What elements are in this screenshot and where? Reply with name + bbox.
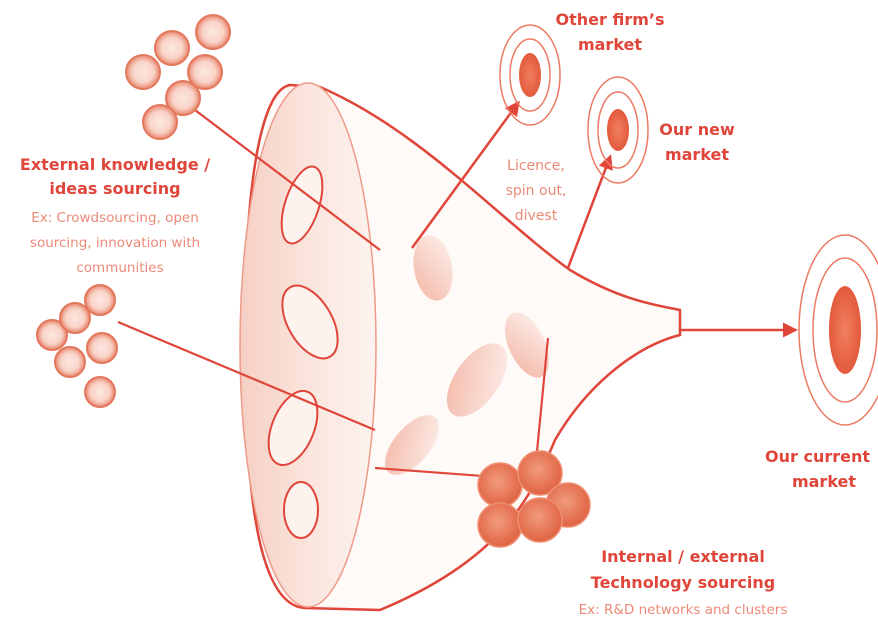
technology-sourcing-cluster <box>478 451 590 547</box>
our-current-market-label: Our current market <box>765 447 870 491</box>
external-knowledge-example-line3: communities <box>76 260 163 276</box>
mouth-opening-4 <box>284 482 318 538</box>
our-current-market-target <box>799 235 878 425</box>
technology-sourcing-title-line2: Technology sourcing <box>591 573 775 592</box>
our-current-market-line2: market <box>792 472 856 491</box>
other-firm-market-line2: market <box>578 35 642 54</box>
our-new-market-label: Our new market <box>659 120 735 164</box>
external-knowledge-example-line2: sourcing, innovation with <box>30 235 200 251</box>
our-new-market-target <box>588 77 648 183</box>
external-knowledge-label: External knowledge / ideas sourcing Ex: … <box>20 155 210 276</box>
other-firm-market-label: Other firm’s market <box>556 10 665 54</box>
our-new-market-line2: market <box>665 145 729 164</box>
spin-out-line2: spin out, <box>506 183 567 199</box>
other-firm-market-target <box>500 25 560 125</box>
spin-out-line3: divest <box>515 208 558 224</box>
other-firm-market-line1: Other firm’s <box>556 10 665 29</box>
external-knowledge-example-line1: Ex: Crowdsourcing, open <box>31 210 199 226</box>
technology-sourcing-label: Internal / external Technology sourcing … <box>579 547 788 618</box>
funnel <box>240 83 680 610</box>
our-new-market-line1: Our new <box>659 120 735 139</box>
external-knowledge-cluster <box>126 15 230 139</box>
external-knowledge-title-line2: ideas sourcing <box>49 179 180 198</box>
our-current-market-line1: Our current <box>765 447 870 466</box>
spin-out-line1: Licence, <box>507 158 565 174</box>
external-knowledge-title-line1: External knowledge / <box>20 155 210 174</box>
technology-sourcing-title-line1: Internal / external <box>601 547 765 566</box>
spin-out-label: Licence, spin out, divest <box>506 158 567 224</box>
community-cluster <box>37 285 117 407</box>
technology-sourcing-example: Ex: R&D networks and clusters <box>579 602 788 618</box>
arrow-to-our-new-market <box>568 157 610 268</box>
